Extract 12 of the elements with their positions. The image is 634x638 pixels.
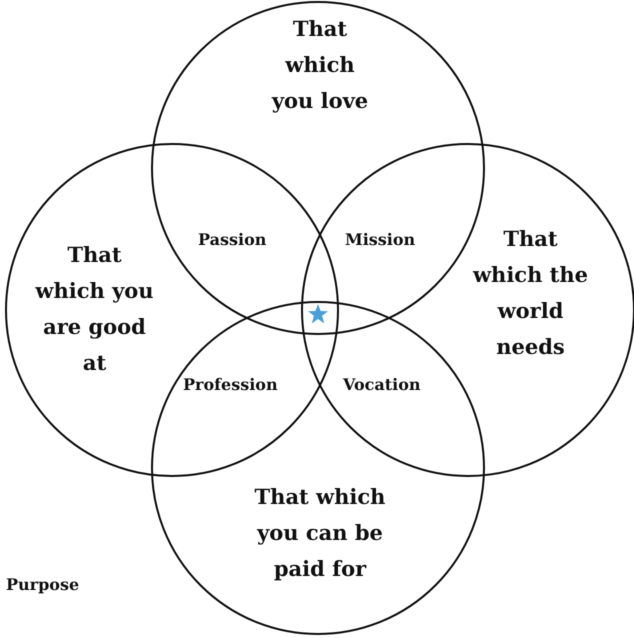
circle-label: That which you love bbox=[270, 15, 370, 115]
circle-label: That which you are good at bbox=[34, 241, 155, 377]
venn-circle bbox=[5, 143, 339, 477]
circle-label: That which you can be paid for bbox=[254, 483, 386, 583]
venn-circle bbox=[151, 301, 485, 635]
overlap-label: Mission bbox=[345, 230, 416, 249]
venn-circle bbox=[301, 143, 634, 477]
overlap-label: Vocation bbox=[343, 375, 420, 394]
note-text: Purpose bbox=[6, 575, 80, 594]
circle-label: That which the world needs bbox=[472, 225, 590, 361]
overlap-label: Profession bbox=[183, 375, 278, 394]
overlap-label: Passion bbox=[198, 230, 266, 249]
